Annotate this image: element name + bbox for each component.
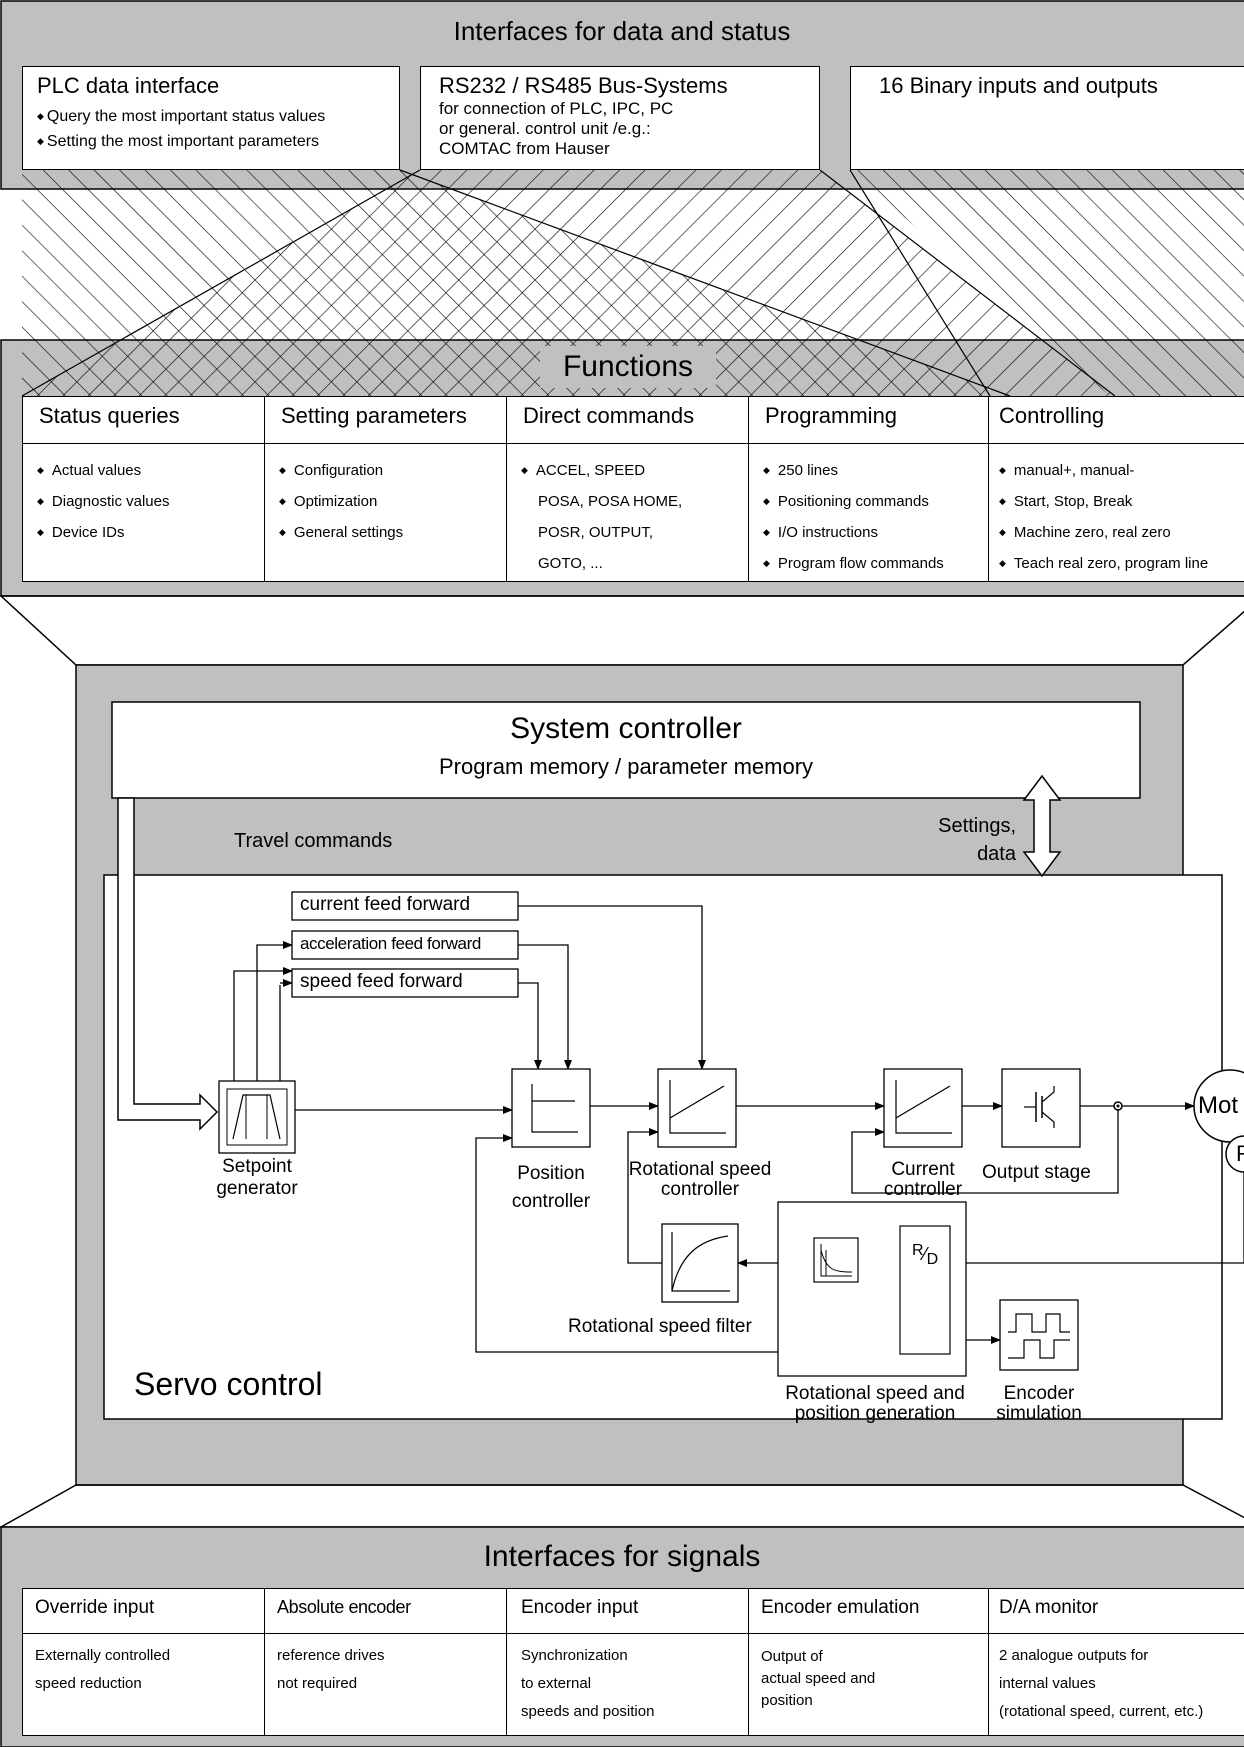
signals-col-da-monitor: 2 analogue outputs for internal values (… [999, 1647, 1204, 1720]
functions-col-setting: Configuration Optimization General setti… [265, 444, 507, 582]
signals-table: Override input Absolute encoder Encoder … [22, 1588, 1244, 1736]
list-item: Diagnostic values [37, 487, 264, 518]
signals-header-da-monitor: D/A monitor [999, 1597, 1099, 1618]
list-item: Actual values [37, 456, 264, 487]
functions-col-status: Actual values Diagnostic values Device I… [23, 444, 265, 582]
binary-title: 16 Binary inputs and outputs [879, 73, 1158, 98]
position-controller-block [511, 1068, 591, 1148]
ff-current-label: current feed forward [300, 894, 471, 915]
signals-header-encoder-input: Encoder input [507, 1589, 749, 1633]
list-item: ACCEL, SPEED [521, 456, 748, 487]
encoder-simulation-block [999, 1299, 1079, 1371]
current-controller-block [883, 1068, 963, 1148]
functions-header-setting: Setting parameters [265, 397, 507, 443]
list-item: Device IDs [37, 518, 264, 549]
servo-control-title: Servo control [134, 1366, 323, 1402]
settings-data-arrow [1022, 774, 1062, 878]
signals-col-encoder-input: Synchronization to external speeds and p… [507, 1634, 749, 1736]
functions-col-controlling: manual+, manual- Start, Stop, Break Mach… [989, 444, 1244, 582]
funnel-top [0, 595, 1244, 666]
functions-table: Status queries Setting parameters Direct… [22, 396, 1244, 582]
list-item: Start, Stop, Break [999, 487, 1244, 518]
top-title: Interfaces for data and status [0, 16, 1244, 47]
signals-col-absolute: reference drives not required [265, 1634, 507, 1736]
list-item: POSA, POSA HOME, [538, 493, 683, 510]
functions-col-direct: ACCEL, SPEED POSA, POSA HOME, POSR, OUTP… [507, 444, 749, 582]
list-item: Positioning commands [763, 487, 988, 518]
list-item: General settings [279, 518, 506, 549]
system-controller-title: System controller [510, 712, 742, 745]
travel-commands-label: Travel commands [234, 830, 393, 852]
resolver-circle [1225, 1135, 1244, 1173]
plc-title: PLC data interface [37, 73, 220, 98]
signals-col-override: Externally controlled speed reduction [23, 1634, 265, 1736]
output-stage-label: Output stage [982, 1162, 1091, 1183]
setpoint-generator-block [218, 1080, 296, 1154]
list-item: Program flow commands [763, 549, 988, 580]
rotational-speed-controller-block [657, 1068, 737, 1148]
diamond-icon: ◆ [37, 111, 44, 121]
signals-col-encoder-emulation: Output of actual speed and position [749, 1634, 989, 1736]
ff-accel-box [291, 930, 519, 960]
list-item: manual+, manual- [999, 456, 1244, 487]
speed-filter-block [661, 1223, 739, 1303]
list-item: Configuration [279, 456, 506, 487]
list-item: POSR, OUTPUT, [538, 524, 654, 541]
ff-speed-box [291, 968, 519, 998]
rs-line: COMTAC from Hauser [439, 139, 610, 158]
functions-header-status: Status queries [23, 397, 265, 443]
list-item: I/O instructions [763, 518, 988, 549]
speed-filter-label: Rotational speed filter [568, 1316, 752, 1337]
plc-item: ◆Query the most important status values [37, 108, 326, 125]
diamond-icon: ◆ [37, 136, 44, 146]
speed-position-generation-block [777, 1201, 967, 1377]
list-item: Machine zero, real zero [999, 518, 1244, 549]
rs-line: for connection of PLC, IPC, PC [439, 99, 674, 118]
resolver-label: R [1236, 1141, 1244, 1166]
plc-data-interface-box: PLC data interface ◆Query the most impor… [22, 66, 400, 170]
functions-header-direct: Direct commands [507, 397, 749, 443]
list-item: Optimization [279, 487, 506, 518]
top-title-text: Interfaces for data and status [453, 16, 791, 46]
plc-item: ◆Setting the most important parameters [37, 133, 320, 150]
signals-header-absolute: Absolute encoder [265, 1589, 507, 1633]
functions-header-programming: Programming [749, 397, 989, 443]
motor-label: Mot [1198, 1092, 1239, 1119]
functions-header-controlling: Controlling [999, 403, 1105, 428]
list-item: 250 lines [763, 456, 988, 487]
list-item: Teach real zero, program line [999, 549, 1244, 580]
ff-speed-label: speed feed forward [300, 971, 463, 992]
signals-header-encoder-emulation: Encoder emulation [749, 1589, 989, 1633]
functions-col-programming: 250 lines Positioning commands I/O instr… [749, 444, 989, 582]
ff-accel-label: acceleration feed forward [300, 934, 481, 953]
signals-header-override: Override input [23, 1589, 265, 1633]
binary-io-box: 16 Binary inputs and outputs [850, 66, 1244, 170]
list-item: GOTO, ... [538, 555, 603, 572]
rs-title: RS232 / RS485 Bus-Systems [439, 73, 728, 98]
system-controller-subtitle: Program memory / parameter memory [438, 754, 814, 779]
funnel-bottom [0, 1484, 1244, 1528]
rs-bus-box: RS232 / RS485 Bus-Systems for connection… [420, 66, 820, 170]
hatch-rs-flow [22, 170, 1115, 396]
bottom-title: Interfaces for signals [483, 1540, 761, 1573]
output-stage-block [1001, 1068, 1081, 1148]
hatch-binary-flow [850, 170, 1244, 396]
rs-line: or general. control unit /e.g.: [439, 119, 651, 138]
functions-title: Functions [562, 350, 694, 383]
travel-commands-arrow [117, 797, 219, 1131]
system-controller-box [111, 701, 1141, 799]
functions-title-box: Functions [540, 346, 716, 388]
settings-label: Settings, data [938, 815, 1016, 865]
ff-current-box [291, 891, 519, 921]
rd-converter-label: R⁄D [912, 1242, 939, 1268]
